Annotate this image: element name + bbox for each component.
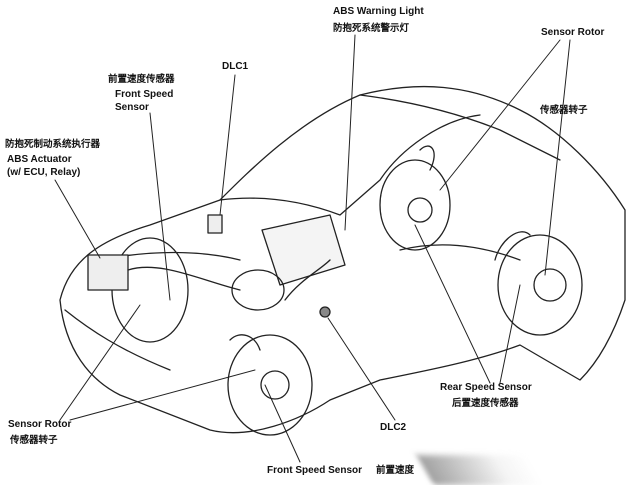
front-speed-sensor-bottom-label: Front Speed Sensor bbox=[267, 465, 363, 476]
abs-warning-light-label-zh: 防抱死系统警示灯 bbox=[333, 23, 410, 34]
bumper-line bbox=[64, 309, 171, 371]
leader-lines bbox=[54, 34, 571, 463]
abs-warning-light-label: ABS Warning Light bbox=[333, 6, 424, 17]
rear-right-wheel bbox=[497, 234, 583, 336]
front-speed-sensor-top-label-2: Sensor bbox=[115, 102, 149, 113]
rear-speed-sensor-label: Rear Speed Sensor bbox=[440, 382, 532, 393]
dlc1-label: DLC1 bbox=[222, 61, 249, 72]
dlc1-connector bbox=[207, 214, 223, 234]
watermark-smudge bbox=[416, 455, 544, 485]
door-line bbox=[399, 244, 521, 261]
front-right-wheel bbox=[227, 334, 313, 436]
front-right-hub bbox=[260, 370, 290, 400]
brake-lines bbox=[127, 145, 531, 351]
rear-left-hub bbox=[407, 197, 433, 223]
rear-speed-sensor-label-zh: 后置速度传感器 bbox=[452, 398, 519, 409]
windshield-line bbox=[219, 114, 481, 216]
abs-warning-light-panel bbox=[261, 214, 346, 286]
sensor-rotor-rear-label-zh: 传感器转子 bbox=[540, 105, 588, 116]
dlc2-connector bbox=[319, 306, 331, 318]
front-speed-sensor-top-label: Front Speed bbox=[115, 89, 174, 100]
front-speed-sensor-top-label-zh: 前置速度传感器 bbox=[108, 74, 175, 85]
sensor-rotor-front-label-zh: 传感器转子 bbox=[10, 435, 58, 446]
rear-left-wheel bbox=[379, 159, 451, 251]
abs-actuator bbox=[87, 254, 129, 291]
brake-booster bbox=[231, 269, 285, 311]
abs-actuator-label: ABS Actuator bbox=[7, 154, 72, 165]
sensor-rotor-front-label: Sensor Rotor bbox=[8, 419, 72, 430]
roof-line bbox=[359, 94, 561, 161]
rear-right-hub bbox=[533, 268, 567, 302]
sensor-rotor-rear-label: Sensor Rotor bbox=[541, 27, 605, 38]
front-speed-sensor-bottom-label-zh: 前置速度 bbox=[376, 465, 415, 476]
dlc2-label: DLC2 bbox=[380, 422, 407, 433]
abs-actuator-label-2: (w/ ECU, Relay) bbox=[7, 167, 81, 178]
abs-actuator-label-zh: 防抱死制动系统执行器 bbox=[5, 139, 101, 150]
